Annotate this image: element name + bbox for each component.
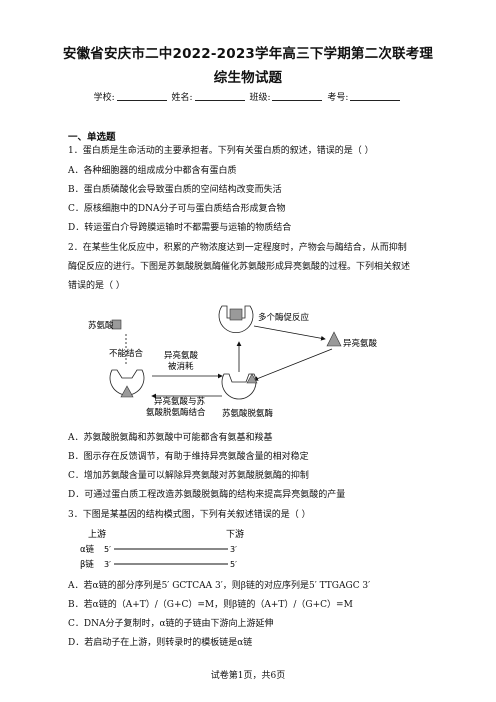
threonine-square [111, 319, 122, 330]
q2-option-b: B．图示存在反馈调节，有助于维持异亮氨酸含量的相对稳定 [68, 452, 309, 462]
inhibited-enzyme [109, 369, 145, 396]
section-heading: 一、单选题 [68, 132, 116, 143]
isoleucine-triangle-top [326, 331, 342, 347]
alpha-left-end: 5′ [104, 545, 111, 554]
class-blank[interactable] [272, 91, 323, 101]
exam-number-blank[interactable] [350, 91, 401, 101]
isoleucine-bound-triangle [120, 385, 134, 398]
q1-option-b: B．蛋白质磷酸化会导致蛋白质的空间结构改变而失活 [68, 185, 282, 195]
alpha-chain-label: α链 [80, 544, 95, 555]
complex-label-2: 氨酸脱氨酶结合 [146, 407, 206, 418]
q1-option-d: D．转运蛋白介导跨膜运输时不都需要与运输的物质结合 [68, 223, 292, 233]
school-label: 学校: [93, 93, 115, 103]
consumed-label-1: 异亮氨酸 [164, 350, 199, 361]
student-info-row: 学校: 姓名: 班级: 考号: [0, 90, 496, 103]
downstream-label: 下游 [226, 528, 244, 540]
beta-left-end: 3′ [104, 560, 111, 569]
q3-option-d: D．若启动子在上游，则转录时的模板链是α链 [68, 638, 253, 648]
threonine-label: 苏氨酸 [88, 320, 114, 331]
class-label: 班级: [249, 93, 271, 103]
isoleucine-top-label: 异亮氨酸 [343, 338, 378, 349]
q2-option-c: C．增加苏氨酸含量可以解除异亮氨酸对苏氨酸脱氨酶的抑制 [68, 471, 309, 481]
consumed-label-2: 被消耗 [168, 361, 194, 372]
q1-stem: 1．蛋白质是生命活动的主要承担者。下列有关蛋白质的叙述，错误的是（ ） [68, 146, 374, 156]
page-footer: 试卷第1页，共6页 [210, 671, 286, 681]
beta-chain-label: β链 [80, 559, 94, 570]
reactions-label: 多个酶促反应 [258, 312, 310, 323]
upstream-label: 上游 [88, 528, 106, 540]
q2-option-a: A．苏氨酸脱氨酶和苏氨酸中可能都含有氨基和羧基 [68, 433, 273, 443]
q1-option-c: C．原核细胞中的DNA分子可与蛋白质结合形成复合物 [68, 204, 286, 214]
title-line-2: 综生物试题 [213, 70, 283, 86]
q3-option-c: C．DNA分子复制时，α链的子链由下游向上游延伸 [68, 619, 274, 629]
q3-stem: 3．下图是某基因的结构模式图，下列有关叙述错误的是（ ） [68, 510, 311, 520]
name-label: 姓名: [171, 93, 193, 103]
beta-right-end: 5′ [230, 560, 237, 569]
cannot-bind-label: 不能结合 [109, 348, 144, 359]
exam-number-label: 考号: [327, 93, 349, 103]
q2-option-d: D．可通过蛋白质工程改造苏氨酸脱氨酶的结构来提高异亮氨酸的产量 [68, 490, 346, 500]
title-line-1: 安徽省安庆市二中2022-2023学年高三下学期第二次联考理 [62, 46, 434, 62]
gene-structure-diagram: 上游 下游 α链 5′ 3′ β链 3′ 5′ [80, 528, 244, 570]
name-blank[interactable] [194, 91, 245, 101]
q1-option-a: A．各种细胞器的组成成分中都含有蛋白质 [68, 166, 237, 176]
q2-stem-line-1: 2．在某些生化反应中，积累的产物浓度达到一定程度时，产物会与酶结合，从而抑制 [68, 243, 407, 253]
bound-threonine-square [229, 308, 243, 321]
enzyme-label: 苏氨酸脱氨酶 [222, 408, 274, 419]
isoleucine-triangle-free [246, 373, 258, 384]
q2-stem-line-2: 酶促反应的进行。下图是苏氨酸脱氨酶催化苏氨酸形成异亮氨酸的过程。下列相关叙述 [68, 262, 411, 272]
alpha-right-end: 3′ [230, 545, 237, 554]
q3-option-a: A．若α链的部分序列是5′ GCTCAA 3′，则β链的对应序列是5′ TTGA… [68, 581, 371, 591]
q3-option-b: B．若α链的（A+T）/（G+C）=M，则β链的（A+T）/（G+C）=M [68, 600, 353, 610]
q2-stem-line-3: 错误的是（ ） [68, 281, 125, 291]
school-blank[interactable] [116, 91, 167, 101]
enzyme-feedback-diagram: 苏氨酸 多个酶促反应 异亮氨酸 不能结合 异亮氨酸 被消耗 异亮氨酸与苏 氨酸脱… [88, 305, 378, 419]
complex-label-1: 异亮氨酸与苏 [154, 396, 206, 407]
